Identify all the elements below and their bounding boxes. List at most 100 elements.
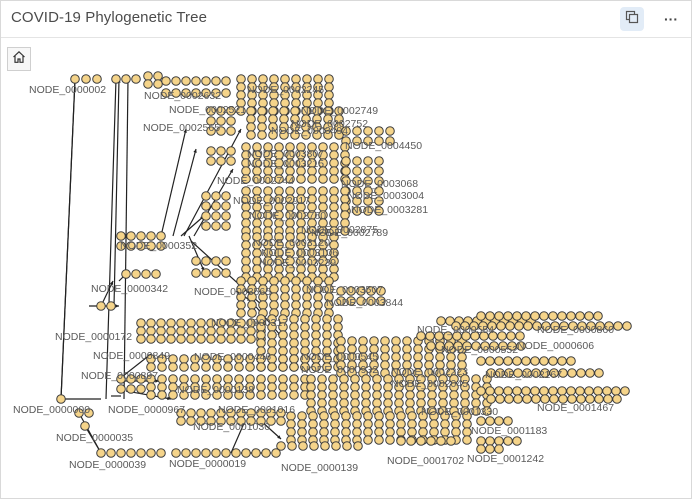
tree-node[interactable] bbox=[211, 201, 221, 211]
tree-node[interactable] bbox=[286, 427, 296, 437]
tree-node[interactable] bbox=[136, 241, 146, 251]
tree-node[interactable] bbox=[341, 427, 351, 437]
tree-node[interactable] bbox=[136, 334, 146, 344]
tree-node[interactable] bbox=[236, 308, 246, 318]
tree-node[interactable] bbox=[462, 419, 472, 429]
tree-node[interactable] bbox=[211, 268, 221, 278]
tree-node[interactable] bbox=[216, 334, 226, 344]
tree-node[interactable] bbox=[476, 311, 486, 321]
tree-node[interactable] bbox=[575, 311, 585, 321]
tree-node[interactable] bbox=[302, 74, 312, 84]
tree-node[interactable] bbox=[350, 390, 360, 400]
tree-node[interactable] bbox=[121, 74, 131, 84]
tree-node[interactable] bbox=[496, 321, 506, 331]
tree-node[interactable] bbox=[236, 106, 246, 116]
tree-node[interactable] bbox=[247, 74, 257, 84]
tree-node[interactable] bbox=[391, 352, 401, 362]
tree-node[interactable] bbox=[216, 106, 226, 116]
tree-node[interactable] bbox=[396, 436, 406, 446]
tree-node[interactable] bbox=[256, 390, 266, 400]
tree-node[interactable] bbox=[267, 330, 277, 340]
home-button[interactable] bbox=[7, 47, 31, 71]
tree-node[interactable] bbox=[594, 368, 604, 378]
tree-node[interactable] bbox=[418, 419, 428, 429]
tree-node[interactable] bbox=[256, 416, 266, 426]
tree-node[interactable] bbox=[146, 326, 156, 336]
tree-node[interactable] bbox=[440, 419, 450, 429]
tree-node[interactable] bbox=[451, 427, 461, 437]
tree-node[interactable] bbox=[512, 311, 522, 321]
tree-node[interactable] bbox=[363, 206, 373, 216]
tree-node[interactable] bbox=[121, 269, 131, 279]
tree-node[interactable] bbox=[374, 136, 384, 146]
tree-node[interactable] bbox=[223, 390, 233, 400]
tree-node[interactable] bbox=[56, 394, 66, 404]
tree-node[interactable] bbox=[116, 241, 126, 251]
tree-node[interactable] bbox=[331, 441, 341, 451]
tree-node[interactable] bbox=[514, 321, 524, 331]
tree-node[interactable] bbox=[584, 386, 594, 396]
tree-node[interactable] bbox=[179, 374, 189, 384]
tree-node[interactable] bbox=[380, 336, 390, 346]
tree-node[interactable] bbox=[297, 411, 307, 421]
tree-node[interactable] bbox=[418, 427, 428, 437]
tree-node[interactable] bbox=[312, 130, 322, 140]
tree-node[interactable] bbox=[256, 374, 266, 384]
tree-node[interactable] bbox=[186, 318, 196, 328]
tree-node[interactable] bbox=[136, 318, 146, 328]
tree-node[interactable] bbox=[350, 382, 360, 392]
tree-node[interactable] bbox=[329, 166, 339, 176]
tree-node[interactable] bbox=[319, 427, 329, 437]
tree-node[interactable] bbox=[267, 390, 277, 400]
tree-node[interactable] bbox=[513, 394, 523, 404]
tree-node[interactable] bbox=[523, 321, 533, 331]
tree-node[interactable] bbox=[143, 71, 153, 81]
tree-node[interactable] bbox=[584, 311, 594, 321]
tree-node[interactable] bbox=[451, 419, 461, 429]
tree-node[interactable] bbox=[136, 374, 146, 384]
tree-node[interactable] bbox=[361, 398, 371, 408]
tree-node[interactable] bbox=[136, 384, 146, 394]
tree-node[interactable] bbox=[263, 174, 273, 184]
tree-node[interactable] bbox=[318, 186, 328, 196]
tree-node[interactable] bbox=[539, 356, 549, 366]
tree-node[interactable] bbox=[146, 334, 156, 344]
tree-node[interactable] bbox=[308, 411, 318, 421]
tree-node[interactable] bbox=[328, 398, 338, 408]
tree-node[interactable] bbox=[557, 311, 567, 321]
tree-node[interactable] bbox=[181, 88, 191, 98]
tree-node[interactable] bbox=[352, 411, 362, 421]
tree-node[interactable] bbox=[201, 221, 211, 231]
tree-node[interactable] bbox=[211, 221, 221, 231]
tree-node[interactable] bbox=[245, 390, 255, 400]
tree-node[interactable] bbox=[485, 386, 495, 396]
tree-node[interactable] bbox=[494, 436, 504, 446]
tree-node[interactable] bbox=[166, 326, 176, 336]
tree-node[interactable] bbox=[363, 176, 373, 186]
tree-node[interactable] bbox=[257, 130, 267, 140]
tree-node[interactable] bbox=[201, 362, 211, 372]
tree-node[interactable] bbox=[236, 74, 246, 84]
tree-node[interactable] bbox=[247, 276, 257, 286]
tree-node[interactable] bbox=[116, 448, 126, 458]
tree-node[interactable] bbox=[352, 156, 362, 166]
tree-node[interactable] bbox=[146, 241, 156, 251]
tree-node[interactable] bbox=[236, 90, 246, 100]
tree-node[interactable] bbox=[476, 356, 486, 366]
tree-node[interactable] bbox=[181, 448, 191, 458]
tree-node[interactable] bbox=[346, 286, 356, 296]
tree-node[interactable] bbox=[300, 314, 310, 324]
tree-node[interactable] bbox=[206, 126, 216, 136]
tree-node[interactable] bbox=[376, 296, 386, 306]
tree-node[interactable] bbox=[306, 382, 316, 392]
tree-node[interactable] bbox=[363, 126, 373, 136]
tree-node[interactable] bbox=[201, 268, 211, 278]
tree-node[interactable] bbox=[212, 390, 222, 400]
tree-node[interactable] bbox=[504, 394, 514, 404]
tree-node[interactable] bbox=[241, 186, 251, 196]
tree-node[interactable] bbox=[196, 416, 206, 426]
tree-node[interactable] bbox=[226, 146, 236, 156]
tree-node[interactable] bbox=[329, 150, 339, 160]
tree-node[interactable] bbox=[151, 269, 161, 279]
tree-node[interactable] bbox=[311, 322, 321, 332]
